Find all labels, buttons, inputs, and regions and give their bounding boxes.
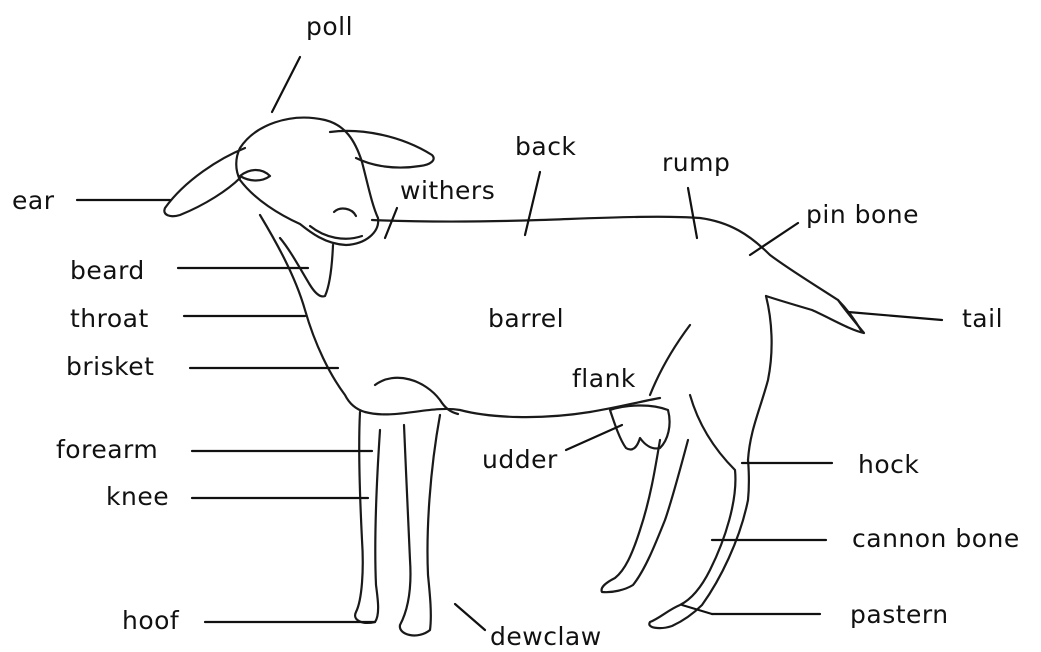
label-pin-bone: pin bone: [806, 202, 919, 227]
label-forearm: forearm: [56, 437, 158, 462]
goat-hind-leg-near: [649, 395, 749, 628]
goat-left-ear: [164, 148, 245, 216]
label-flank: flank: [572, 366, 636, 391]
goat-hind-leg-far: [602, 440, 688, 592]
goat-rear-edge: [748, 296, 772, 460]
label-ear: ear: [12, 188, 54, 213]
pin-bone-leader: [750, 223, 798, 255]
label-back: back: [515, 134, 576, 159]
label-knee: knee: [106, 484, 169, 509]
label-cannon-bone: cannon bone: [852, 526, 1020, 551]
label-withers: withers: [400, 178, 495, 203]
label-beard: beard: [70, 258, 145, 283]
goat-flank-line: [650, 325, 690, 395]
label-hoof: hoof: [122, 608, 179, 633]
label-barrel: barrel: [488, 306, 564, 331]
pastern-leader: [682, 605, 712, 614]
udder-leader: [566, 425, 622, 450]
label-pastern: pastern: [850, 602, 949, 627]
goat-back-line: [372, 217, 862, 332]
goat-right-ear: [330, 131, 434, 168]
goat-front-leg-near: [355, 412, 380, 623]
dewclaw-leader: [455, 604, 485, 630]
goat-muzzle: [310, 209, 362, 239]
poll-leader: [272, 57, 300, 112]
label-dewclaw: dewclaw: [490, 624, 602, 649]
goat-tail: [766, 296, 864, 333]
back-leader: [525, 172, 540, 235]
label-throat: throat: [70, 306, 149, 331]
tail-leader: [848, 312, 942, 320]
label-udder: udder: [482, 447, 558, 472]
rump-leader: [688, 188, 697, 238]
withers-leader: [385, 208, 397, 238]
label-poll: poll: [306, 14, 353, 39]
goat-front-leg-far: [400, 415, 440, 635]
goat-drawing: [164, 118, 864, 636]
label-hock: hock: [858, 452, 919, 477]
leader-lines: [77, 57, 942, 630]
label-brisket: brisket: [66, 354, 154, 379]
label-tail: tail: [962, 306, 1003, 331]
label-rump: rump: [662, 150, 730, 175]
goat-eye: [240, 170, 270, 181]
